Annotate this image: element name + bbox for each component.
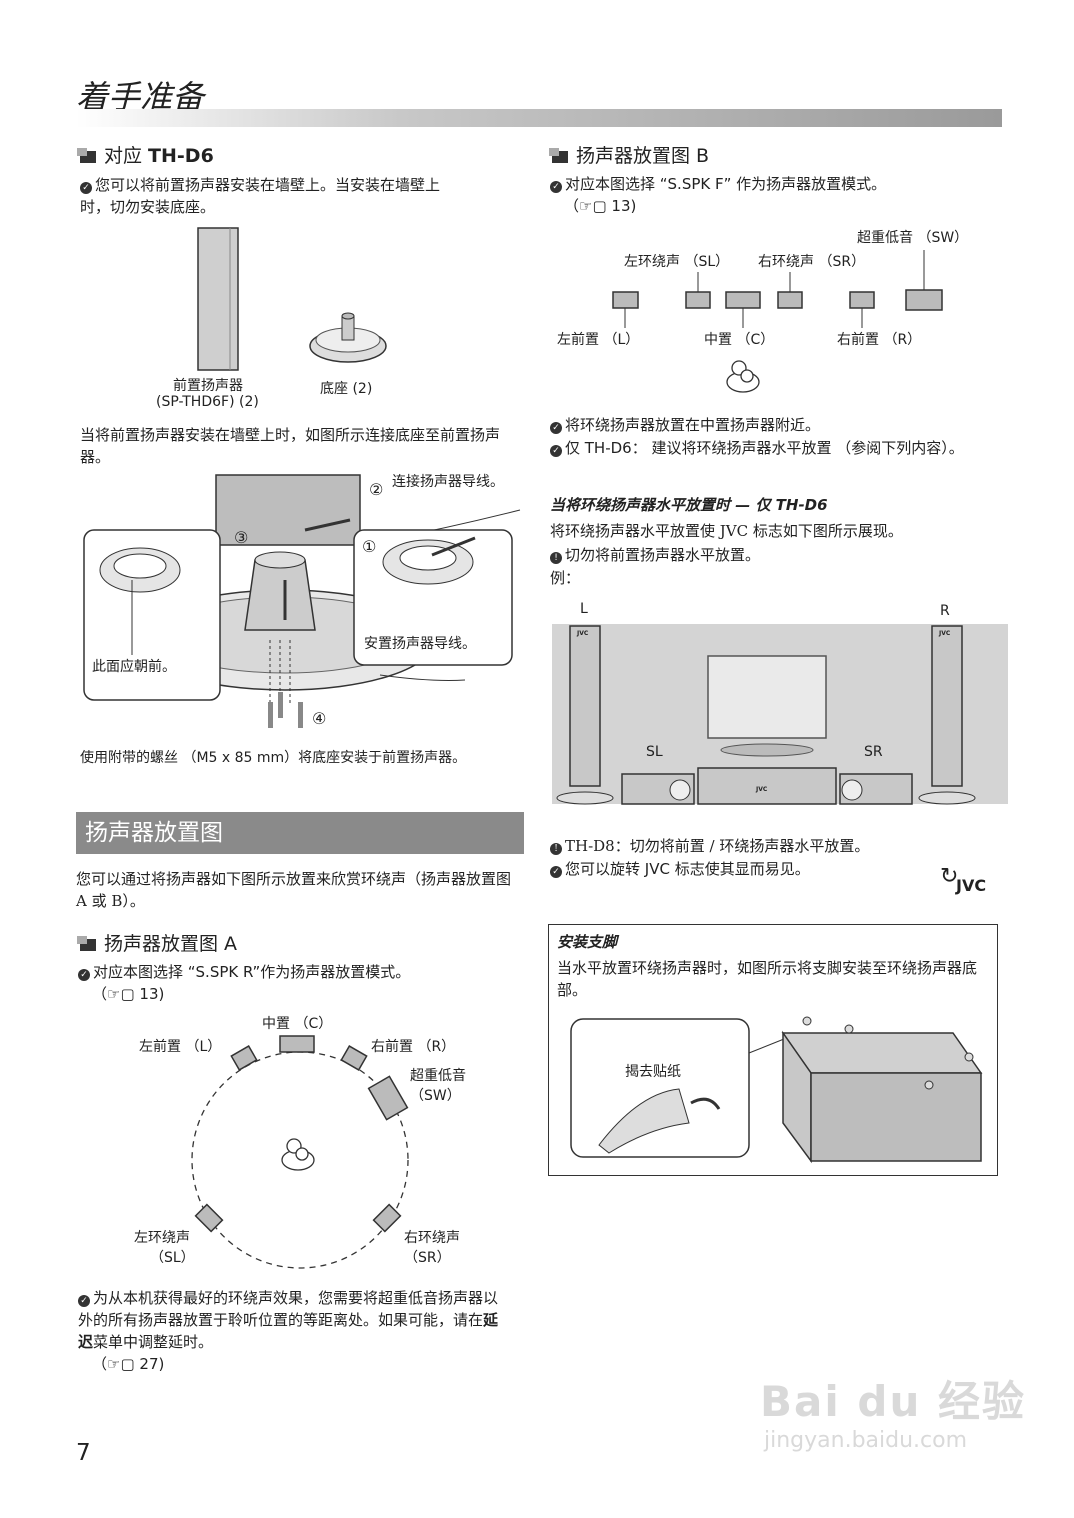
step-marker-4: ④ <box>312 709 327 728</box>
step-1-label: 安置扬声器导线。 <box>364 636 476 652</box>
heading-square-icon <box>77 936 96 951</box>
warning-bullet-icon: ! <box>550 552 562 564</box>
horizontal-warning-2: !TH-D8：切勿将前置 / 环绕扬声器水平放置。 <box>550 835 1000 857</box>
base-illustration <box>309 312 387 363</box>
feet-install-illustration <box>570 1016 983 1164</box>
layout-a-note: ✓对应本图选择 “S.SPK R”作为扬声器放置模式。 （☞▢ 13) <box>78 961 518 1005</box>
layout-b-note-2: ✓将环绕扬声器放置在中置扬声器附近。 <box>550 414 1000 436</box>
feet-box-title: 安装支脚 <box>557 933 618 951</box>
horizontal-rotate-note: ✓您可以旋转 JVC 标志使其显而易见。 <box>550 858 930 880</box>
check-bullet-icon: ✓ <box>550 422 562 434</box>
layout-a-subwoofer-label: 超重低音 <box>410 1068 466 1084</box>
warning-bullet-icon: ! <box>550 843 562 855</box>
layout-b-diagram <box>612 250 943 393</box>
front-speaker-illustration <box>197 227 239 371</box>
setup-label-sr: SR <box>864 744 883 760</box>
th-d6-note: ✓您可以将前置扬声器安装在墙壁上。当安装在墙壁上时，切勿安装底座。 <box>80 176 441 216</box>
layout-b-front-right-label: 右前置 （R） <box>837 332 922 348</box>
horizontal-setup-illustration <box>552 624 1008 805</box>
layout-a-center-label: 中置 （C） <box>262 1016 333 1032</box>
jvc-rotate-logo-text: JVC <box>956 876 987 895</box>
layout-a-front-left-label: 左前置 （L） <box>139 1039 222 1055</box>
front-speaker-model-label: (SP-THD6F) (2) <box>156 394 259 410</box>
layout-b-center-label: 中置 （C） <box>704 332 775 348</box>
step-2-label: 连接扬声器导线。 <box>392 474 504 490</box>
front-left-brand: JVC <box>577 630 589 637</box>
section-heading-th-d6: 对应 TH-D6 <box>77 141 214 168</box>
layout-a-tip: ✓为从本机获得最好的环绕声效果，您需要将超重低音扬声器以外的所有扬声器放置于聆听… <box>78 1289 499 1373</box>
jvc-rotate-logo: ↻ JVC <box>940 864 1000 900</box>
check-bullet-icon: ✓ <box>550 181 562 193</box>
layout-b-note: ✓对应本图选择 “S.SPK F” 作为扬声器放置模式。 （☞▢ 13) <box>550 173 1000 217</box>
horizontal-warning: !切勿将前置扬声器水平放置。 <box>550 544 1000 566</box>
placement-intro: 您可以通过将扬声器如下图所示放置来欣赏环绕声（扬声器放置图 A 或 B）。 <box>76 870 512 910</box>
th-d6-instruction: 当将前置扬声器安装在墙壁上时，如图所示连接底座至前置扬声器。 <box>80 426 501 466</box>
layout-a-diagram <box>191 1035 409 1269</box>
check-bullet-icon: ✓ <box>80 182 92 194</box>
setup-label-r: R <box>940 603 950 619</box>
layout-b-subwoofer-label: 超重低音 （SW） <box>857 230 969 246</box>
listener-icon <box>281 1138 315 1171</box>
horizontal-line-1: 将环绕扬声器水平放置使 JVC 标志如下图所示展现。 <box>550 522 903 540</box>
rotate-arrow-icon: ↻ <box>940 864 959 889</box>
check-bullet-icon: ✓ <box>550 866 562 878</box>
layout-b-surround-right-label: 右环绕声 （SR） <box>758 254 866 270</box>
heading-square-icon <box>549 148 568 163</box>
layout-a-front-right-label: 右前置 （R） <box>371 1039 456 1055</box>
center-brand: JVC <box>756 786 768 793</box>
header-bar <box>76 109 1002 127</box>
layout-b-front-left-label: 左前置 （L） <box>557 332 640 348</box>
check-bullet-icon: ✓ <box>550 445 562 457</box>
page-number: 7 <box>76 1440 91 1466</box>
watermark-url: jingyan.baidu.com <box>764 1428 968 1453</box>
layout-b-surround-left-label: 左环绕声 （SL） <box>624 254 730 270</box>
check-bullet-icon: ✓ <box>78 1295 90 1307</box>
step-marker-1: ① <box>362 537 377 556</box>
horizontal-heading: 当将环绕扬声器水平放置时 — 仅 TH-D6 <box>550 496 828 514</box>
feet-box-body: 当水平放置环绕扬声器时，如图所示将支脚安装至环绕扬声器底部。 <box>557 959 978 999</box>
layout-a-surround-left-code: （SL） <box>150 1250 195 1266</box>
layout-a-surround-right-label: 右环绕声 <box>404 1230 460 1246</box>
heading-square-icon <box>77 148 96 163</box>
placement-band-title: 扬声器放置图 <box>85 820 223 846</box>
section-heading-layout-a: 扬声器放置图 A <box>77 929 237 956</box>
step-marker-2: ② <box>369 480 384 499</box>
assembly-diagram <box>83 474 521 728</box>
front-speaker-label: 前置扬声器 <box>173 378 243 394</box>
face-front-label: 此面应朝前。 <box>92 659 176 675</box>
step-marker-3: ③ <box>234 528 249 547</box>
page-ref-icon: ☞▢ <box>579 197 607 215</box>
screw-note: 使用附带的螺丝 （M5 x 85 mm）将底座安装于前置扬声器。 <box>80 750 467 766</box>
listener-icon <box>726 360 760 393</box>
layout-b-note-3: ✓仅 TH-D6： 建议将环绕扬声器水平放置 （参阅下列内容）。 <box>550 437 1000 459</box>
setup-label-l: L <box>580 601 588 617</box>
horizontal-example-label: 例： <box>550 569 581 587</box>
page-ref-icon: ☞▢ <box>107 985 135 1003</box>
front-right-brand: JVC <box>939 630 951 637</box>
watermark-brand: Bai du 经验 <box>760 1377 1026 1426</box>
peel-sticker-label: 揭去贴纸 <box>625 1064 681 1080</box>
feet-install-box: 安装支脚 当水平放置环绕扬声器时，如图所示将支脚安装至环绕扬声器底部。 揭去贴纸 <box>548 924 998 1176</box>
page-ref-icon: ☞▢ <box>107 1355 135 1373</box>
base-label: 底座 (2) <box>320 381 373 397</box>
layout-a-surround-right-code: （SR） <box>404 1250 451 1266</box>
placement-band: 扬声器放置图 <box>76 812 524 854</box>
layout-a-surround-left-label: 左环绕声 <box>134 1230 190 1246</box>
setup-label-sl: SL <box>646 744 663 760</box>
section-heading-layout-b: 扬声器放置图 B <box>549 141 709 168</box>
check-bullet-icon: ✓ <box>78 969 90 981</box>
layout-a-subwoofer-code: （SW） <box>410 1088 461 1104</box>
